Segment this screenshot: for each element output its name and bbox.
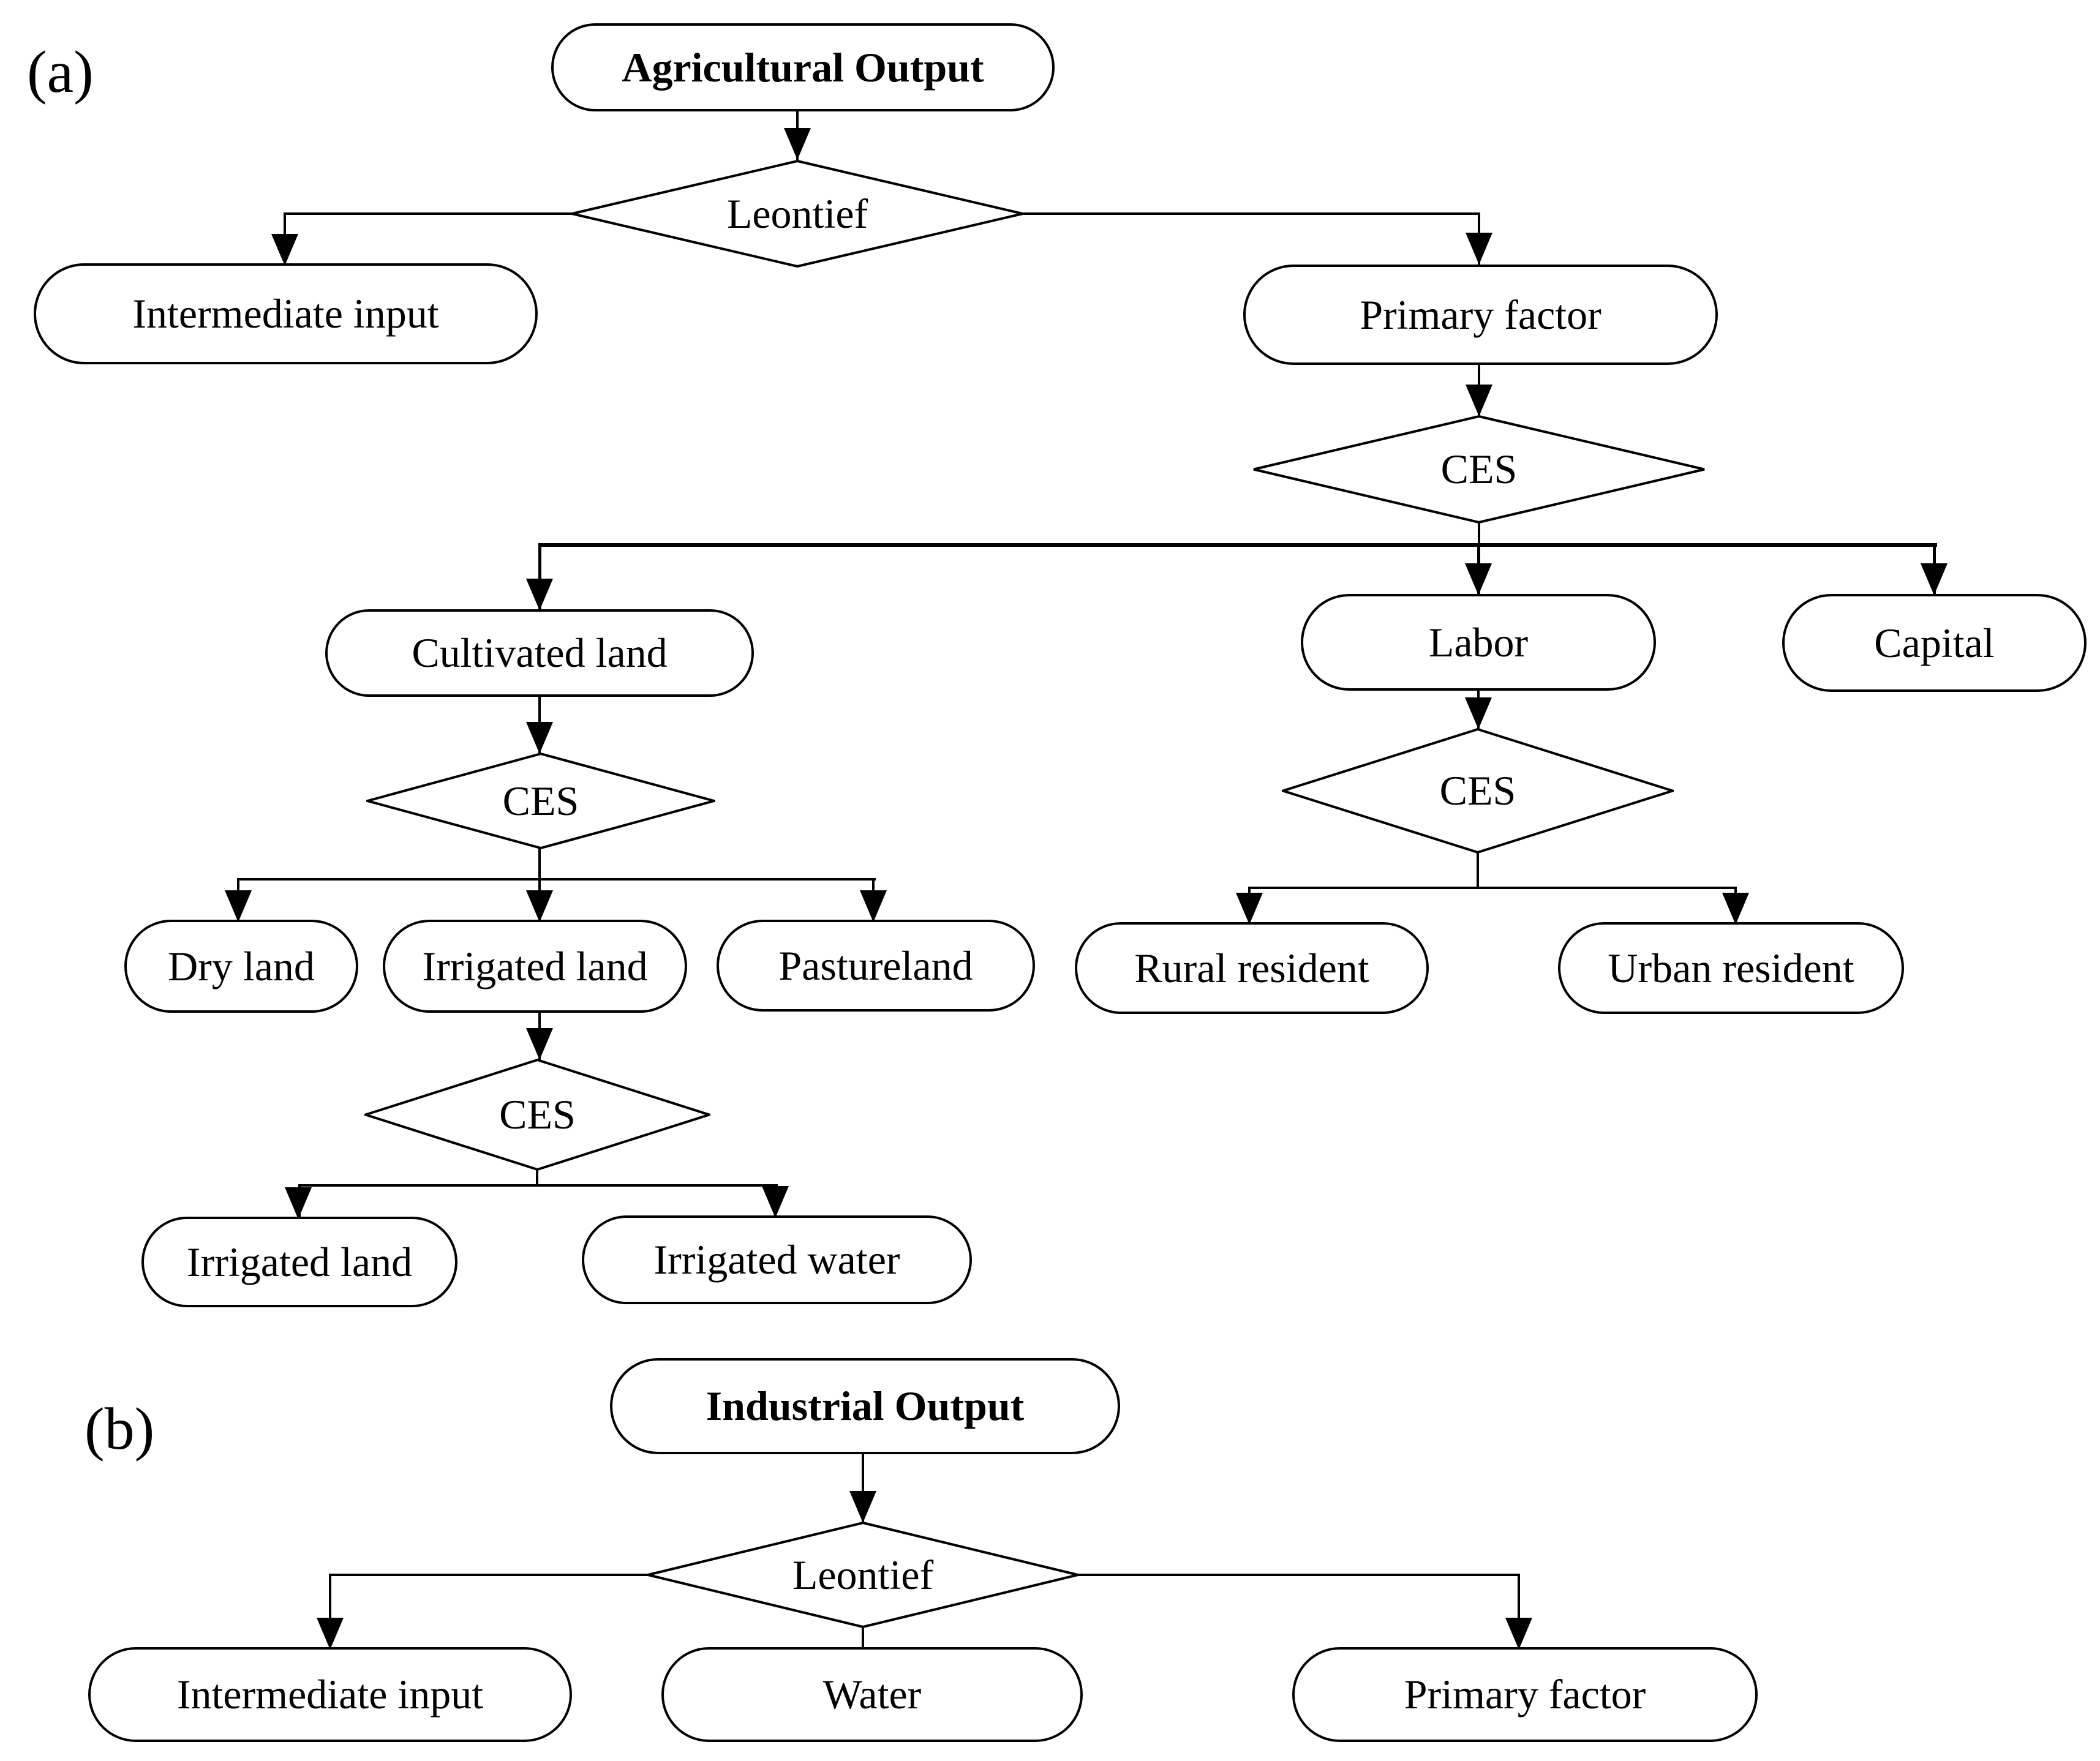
node-dry-land-label: Dry land bbox=[168, 942, 315, 989]
node-capital-label: Capital bbox=[1874, 619, 1995, 666]
node-irrigated-land: Irrigated land bbox=[383, 920, 687, 1013]
node-urban-resident-label: Urban resident bbox=[1608, 944, 1854, 991]
diamond-ces-irrigated-label: CES bbox=[499, 1091, 576, 1138]
node-cultivated-land-label: Cultivated land bbox=[412, 629, 668, 676]
arrowhead-ces-labor bbox=[1465, 697, 1492, 729]
arrowhead-dryland bbox=[225, 890, 252, 922]
diamond-ces-labor-shape bbox=[1282, 728, 1674, 854]
arrowhead-labor bbox=[1465, 563, 1492, 595]
connector-cultivated-children bbox=[237, 878, 876, 880]
connector-primary-children bbox=[538, 543, 1937, 547]
node-irrigated-water: Irrigated water bbox=[582, 1215, 972, 1304]
diamond-leontief-a-shape bbox=[571, 160, 1023, 268]
arrowhead-primary-b bbox=[1505, 1618, 1532, 1650]
node-irrigated-water-label: Irrigated water bbox=[653, 1236, 900, 1283]
edge-leontief-b-right-h bbox=[1078, 1574, 1520, 1576]
node-intermediate-input-b-label: Intermediate input bbox=[176, 1671, 484, 1718]
arrowhead-ces-irrigated bbox=[526, 1028, 553, 1060]
node-intermediate-input-b: Intermediate input bbox=[88, 1647, 572, 1742]
arrowhead-irrigated bbox=[526, 890, 553, 922]
arrowhead-pastureland bbox=[860, 890, 887, 922]
edge-drop-cultivated bbox=[538, 543, 541, 610]
node-rural-resident-label: Rural resident bbox=[1134, 944, 1369, 991]
node-primary-factor-b: Primary factor bbox=[1292, 1647, 1758, 1742]
arrowhead-leontief-b bbox=[849, 1491, 876, 1523]
arrowhead-intermediate-b bbox=[317, 1618, 344, 1650]
arrowhead-intermediate-a bbox=[271, 234, 298, 266]
diamond-leontief-a: Leontief bbox=[571, 160, 1024, 268]
connector-irrigated-children bbox=[298, 1184, 778, 1187]
node-cultivated-land: Cultivated land bbox=[325, 609, 754, 697]
arrowhead-urban bbox=[1722, 893, 1749, 925]
arrowhead-irrigated-sub bbox=[285, 1187, 312, 1219]
arrowhead-rural bbox=[1236, 893, 1263, 925]
node-primary-factor-b-label: Primary factor bbox=[1404, 1671, 1646, 1718]
diamond-ces-cultivated: CES bbox=[366, 753, 715, 849]
node-pastureland: Pastureland bbox=[717, 920, 1035, 1012]
arrowhead-irrigated-water bbox=[762, 1186, 789, 1218]
arrowhead-primary-a bbox=[1466, 233, 1492, 265]
panel-a-label: (a) bbox=[27, 39, 94, 105]
edge-indoutput-to-leontief bbox=[862, 1454, 864, 1523]
edge-ces-primary-stub bbox=[1478, 522, 1480, 545]
diamond-ces-primary-label: CES bbox=[1440, 446, 1518, 492]
node-water: Water bbox=[661, 1647, 1083, 1742]
node-industrial-output: Industrial Output bbox=[610, 1358, 1120, 1454]
node-primary-factor-a-label: Primary factor bbox=[1360, 291, 1601, 338]
node-capital: Capital bbox=[1782, 594, 2087, 692]
node-pastureland-label: Pastureland bbox=[778, 942, 973, 989]
diamond-leontief-b: Leontief bbox=[647, 1522, 1079, 1628]
edge-ces-labor-stub bbox=[1477, 852, 1479, 888]
node-irrigated-land-label: Irrigated land bbox=[422, 942, 648, 989]
node-rural-resident: Rural resident bbox=[1075, 922, 1429, 1014]
edge-leontief-b-left-v bbox=[329, 1574, 331, 1647]
diamond-ces-irrigated-shape bbox=[364, 1059, 710, 1171]
diamond-leontief-a-label: Leontief bbox=[726, 190, 868, 237]
node-labor: Labor bbox=[1301, 594, 1656, 691]
diamond-ces-labor: CES bbox=[1282, 728, 1674, 854]
edge-leontief-a-left-h bbox=[284, 212, 572, 215]
node-irrigated-land-sub: Irrigated land bbox=[141, 1217, 457, 1307]
arrowhead-leontief-a bbox=[784, 128, 811, 160]
connector-labor-children bbox=[1248, 887, 1737, 889]
node-dry-land: Dry land bbox=[124, 920, 358, 1013]
node-intermediate-input-a: Intermediate input bbox=[34, 263, 538, 364]
edge-leontief-b-to-water bbox=[862, 1627, 864, 1648]
diamond-ces-irrigated: CES bbox=[364, 1059, 710, 1171]
arrowhead-ces-primary bbox=[1466, 385, 1492, 416]
diamond-leontief-b-shape bbox=[647, 1522, 1078, 1628]
edge-ces-cultivated-stub bbox=[538, 848, 541, 879]
node-primary-factor-a: Primary factor bbox=[1243, 265, 1718, 365]
edge-leontief-b-right-v bbox=[1518, 1574, 1520, 1647]
diamond-ces-cultivated-shape bbox=[366, 753, 715, 849]
arrowhead-cultivated bbox=[526, 579, 553, 610]
node-labor-label: Labor bbox=[1428, 618, 1529, 666]
node-agricultural-output-label: Agricultural Output bbox=[622, 43, 984, 91]
edge-leontief-b-left-h bbox=[329, 1574, 648, 1576]
arrowhead-capital bbox=[1921, 563, 1948, 595]
edge-leontief-a-right-h bbox=[1023, 212, 1480, 215]
node-irrigated-land-sub-label: Irrigated land bbox=[186, 1238, 413, 1285]
diamond-ces-cultivated-label: CES bbox=[502, 777, 579, 824]
node-water-label: Water bbox=[822, 1671, 922, 1718]
diamond-leontief-b-label: Leontief bbox=[792, 1551, 934, 1598]
node-industrial-output-label: Industrial Output bbox=[706, 1383, 1025, 1429]
node-intermediate-input-a-label: Intermediate input bbox=[132, 290, 439, 337]
diamond-ces-primary: CES bbox=[1252, 415, 1706, 524]
arrowhead-ces-cultivated bbox=[526, 722, 553, 754]
node-agricultural-output: Agricultural Output bbox=[551, 23, 1055, 111]
edge-ces-irrigated-stub bbox=[536, 1170, 538, 1185]
node-urban-resident: Urban resident bbox=[1558, 922, 1904, 1014]
diamond-ces-labor-label: CES bbox=[1439, 767, 1516, 814]
diamond-ces-primary-shape bbox=[1253, 415, 1705, 524]
panel-b-label: (b) bbox=[85, 1396, 155, 1462]
